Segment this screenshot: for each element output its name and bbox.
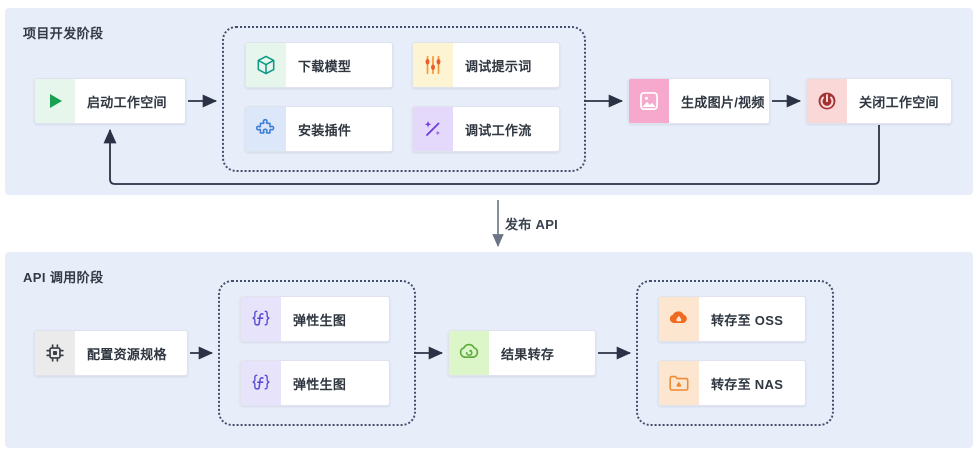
function-icon [241,297,281,341]
puzzle-icon [246,107,286,151]
node-generate-media[interactable]: 生成图片/视频 [628,78,770,124]
node-close-workspace[interactable]: 关闭工作空间 [806,78,952,124]
node-elastic-generation-2[interactable]: 弹性生图 [240,360,390,406]
node-debug-prompt[interactable]: 调试提示词 [412,42,560,88]
play-icon [35,79,75,123]
cloud-upload-icon [449,331,489,375]
node-download-model[interactable]: 下载模型 [245,42,393,88]
node-configure-resources[interactable]: 配置资源规格 [34,330,188,376]
node-transfer-to-oss[interactable]: 转存至 OSS [658,296,806,342]
power-icon [807,79,847,123]
node-transfer-to-nas[interactable]: 转存至 NAS [658,360,806,406]
connector-label-publish-api: 发布 API [505,217,559,232]
node-label: 弹性生图 [293,376,347,392]
node-start-workspace[interactable]: 启动工作空间 [34,78,186,124]
cube-icon [246,43,286,87]
node-label: 下载模型 [298,58,352,74]
stage-title-api: API 调用阶段 [23,270,104,285]
stage-title-development: 项目开发阶段 [23,26,104,41]
node-label: 安装插件 [298,122,352,138]
sliders-icon [413,43,453,87]
sparkle-icon [413,107,453,151]
node-label: 调试提示词 [465,58,532,74]
node-install-plugin[interactable]: 安装插件 [245,106,393,152]
node-label: 启动工作空间 [87,94,167,110]
oss-bucket-icon [659,297,699,341]
node-label: 调试工作流 [465,122,532,138]
node-label: 转存至 OSS [711,312,784,328]
node-label: 生成图片/视频 [681,94,765,110]
node-elastic-generation-1[interactable]: 弹性生图 [240,296,390,342]
node-label: 转存至 NAS [711,376,784,392]
node-debug-workflow[interactable]: 调试工作流 [412,106,560,152]
node-label: 关闭工作空间 [859,94,939,110]
image-icon [629,79,669,123]
function-icon [241,361,281,405]
group-storage-targets [636,280,834,426]
cpu-chip-icon [35,331,75,375]
node-label: 结果转存 [501,346,555,362]
node-result-transfer[interactable]: 结果转存 [448,330,596,376]
node-label: 弹性生图 [293,312,347,328]
node-label: 配置资源规格 [87,346,167,362]
nas-folder-icon [659,361,699,405]
